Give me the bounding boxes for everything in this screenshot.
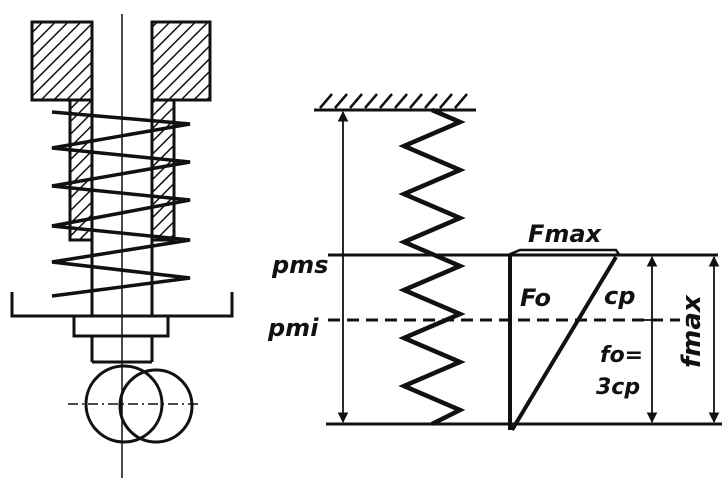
fixed-support — [314, 93, 476, 112]
cam-circle — [118, 368, 194, 444]
valve-guide — [30, 20, 212, 242]
label-f0: Fo — [520, 284, 551, 312]
label-f0-eq: fo= — [600, 343, 643, 368]
force-line — [510, 255, 618, 432]
valve-spring — [51, 110, 191, 298]
label-fmax-height: fmax — [677, 294, 707, 368]
label-pms: pms — [271, 251, 328, 279]
valve-assembly — [10, 14, 234, 478]
spring-diagram — [314, 93, 722, 432]
force-cap — [507, 248, 622, 257]
label-3cp: 3cp — [596, 375, 640, 400]
compressed-spring — [398, 107, 466, 427]
label-pmi: pmi — [267, 314, 319, 342]
valve-collar — [72, 314, 170, 338]
label-fmax-force: Fmax — [528, 220, 603, 248]
label-cp: cp — [604, 282, 635, 310]
